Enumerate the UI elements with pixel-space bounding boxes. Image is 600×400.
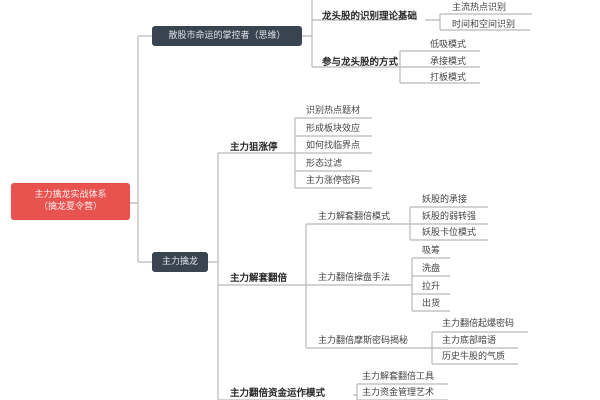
- leaf-item[interactable]: 主流热点识别: [452, 3, 507, 13]
- topic-limit-up[interactable]: 主力狙涨停: [230, 142, 278, 153]
- root-subtitle: （擒龙夏令营）: [38, 202, 102, 212]
- leaf-item[interactable]: 识别热点题材: [306, 106, 361, 116]
- topic-leader-methods[interactable]: 参与龙头股的方式: [322, 57, 399, 68]
- branch-label: 散股市命运的掌控者（思维）: [168, 30, 286, 41]
- leaf-item[interactable]: 历史牛股的气质: [442, 352, 506, 362]
- subtopic-unlock-mode[interactable]: 主力解套翻倍模式: [318, 212, 391, 222]
- leaf-item[interactable]: 吸筹: [422, 246, 441, 256]
- leaf-item[interactable]: 主力底部暗语: [442, 336, 497, 346]
- subtopic-trading-tactics[interactable]: 主力翻倍操盘手法: [318, 273, 391, 283]
- topic-leader-theory[interactable]: 龙头股的识别理论基础: [322, 11, 418, 22]
- leaf-item[interactable]: 妖股的承接: [422, 195, 468, 205]
- leaf-item[interactable]: 主力翻倍起爆密码: [442, 319, 515, 329]
- branch-label: 主力擒龙: [161, 256, 198, 267]
- leaf-item[interactable]: 形态过滤: [306, 159, 343, 169]
- topic-capital-operation[interactable]: 主力翻倍资金运作模式: [230, 388, 326, 399]
- root-node[interactable]: 主力擒龙实战体系 （擒龙夏令营）: [11, 183, 130, 220]
- leaf-item[interactable]: 拉升: [422, 282, 441, 292]
- root-title: 主力擒龙实战体系: [34, 190, 107, 200]
- leaf-item[interactable]: 出货: [422, 299, 441, 309]
- branch-mindset[interactable]: 散股市命运的掌控者（思维）: [152, 26, 302, 46]
- topic-unlock-double[interactable]: 主力解套翻倍: [230, 273, 288, 284]
- leaf-item[interactable]: 时间和空间识别: [452, 20, 516, 30]
- leaf-item[interactable]: 主力资金管理艺术: [362, 388, 435, 398]
- leaf-item[interactable]: 低吸模式: [430, 40, 467, 50]
- leaf-item[interactable]: 打板模式: [430, 73, 467, 83]
- leaf-item[interactable]: 形成板块效应: [306, 124, 361, 134]
- leaf-item[interactable]: 主力涨停密码: [306, 176, 361, 186]
- branch-capture-dragon[interactable]: 主力擒龙: [152, 252, 208, 272]
- leaf-item[interactable]: 主力解套翻倍工具: [362, 372, 435, 382]
- leaf-item[interactable]: 洗盘: [422, 264, 441, 274]
- leaf-item[interactable]: 妖股的弱转强: [422, 212, 477, 222]
- subtopic-morse-code[interactable]: 主力翻倍摩斯密码揭秘: [318, 336, 409, 346]
- leaf-item[interactable]: 如何找临界点: [306, 141, 361, 151]
- leaf-item[interactable]: 承接模式: [430, 57, 467, 67]
- leaf-item[interactable]: 妖股卡位模式: [422, 228, 477, 238]
